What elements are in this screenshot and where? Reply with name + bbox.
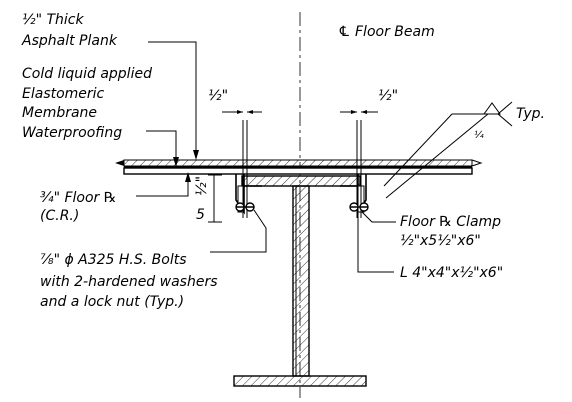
- label-bolts-line2: with 2-hardened washers: [40, 274, 218, 290]
- label-bolts-line1: ⅞" ϕ A325 H.S. Bolts: [40, 252, 187, 268]
- weld-symbol: [452, 101, 513, 127]
- label-dim-vertical-1: ½": [194, 176, 210, 196]
- label-asphalt-line2: Asphalt Plank: [21, 33, 118, 49]
- label-membrane-line2: Elastomeric: [22, 86, 105, 102]
- right-bolt: [349, 120, 369, 218]
- beam-top-flange: [241, 175, 361, 187]
- label-typ: Typ.: [516, 106, 545, 122]
- label-membrane-line4: Waterproofing: [22, 125, 122, 141]
- asphalt-plank: [115, 159, 483, 167]
- label-bolts-line3: and a lock nut (Typ.): [40, 294, 184, 310]
- label-floor-plate-line1: ¾" Floor ℞: [40, 190, 116, 206]
- label-weld-size: ¼: [474, 129, 484, 141]
- left-bolt: [235, 120, 255, 218]
- beam-bottom-flange: [233, 375, 367, 387]
- label-membrane-line1: Cold liquid applied: [22, 66, 152, 82]
- floor-plate: [123, 167, 473, 175]
- dimension-vertical: [208, 174, 222, 223]
- beam-web: [292, 185, 310, 377]
- label-asphalt-line1: ½" Thick: [22, 12, 84, 28]
- label-angle: L 4"x4"x½"x6": [400, 265, 503, 281]
- label-clamp-line2: ½"x5½"x6": [400, 233, 481, 249]
- dimension-left: [222, 110, 262, 114]
- label-dim-left: ½": [208, 88, 228, 104]
- dimension-right: [340, 110, 378, 114]
- label-dim-right: ½": [378, 88, 398, 104]
- label-clamp-line1: Floor ℞ Clamp: [400, 214, 501, 230]
- label-membrane-line3: Membrane: [22, 105, 97, 121]
- label-floor-beam: ℄ Floor Beam: [338, 24, 435, 40]
- label-dim-vertical-2: 5: [196, 207, 205, 223]
- leader-lines: [136, 41, 489, 273]
- label-floor-plate-line2: (C.R.): [40, 208, 79, 224]
